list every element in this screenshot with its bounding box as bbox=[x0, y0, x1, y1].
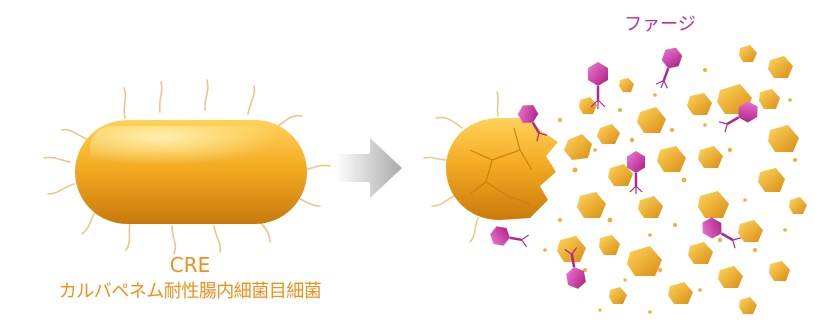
phage bbox=[564, 247, 586, 289]
phage-label: ファージ bbox=[624, 14, 696, 35]
cre-label: CRE bbox=[169, 253, 211, 277]
phage bbox=[655, 47, 683, 89]
phage bbox=[517, 105, 548, 142]
debris-particles bbox=[543, 53, 797, 314]
phage-group bbox=[490, 47, 758, 289]
phage bbox=[627, 151, 645, 194]
phage bbox=[588, 62, 608, 109]
bacterium-highlight bbox=[90, 126, 290, 172]
bacterium-intact bbox=[43, 79, 331, 255]
debris-chunks bbox=[557, 45, 807, 314]
phage bbox=[490, 226, 529, 248]
cre-full-name: カルバペネム耐性腸内細菌目細菌 bbox=[58, 281, 322, 302]
phage bbox=[718, 101, 758, 133]
transition-arrow bbox=[336, 138, 402, 198]
bacterium-lysed-fragment bbox=[423, 91, 558, 243]
flagella bbox=[43, 79, 331, 255]
phage bbox=[702, 217, 742, 249]
